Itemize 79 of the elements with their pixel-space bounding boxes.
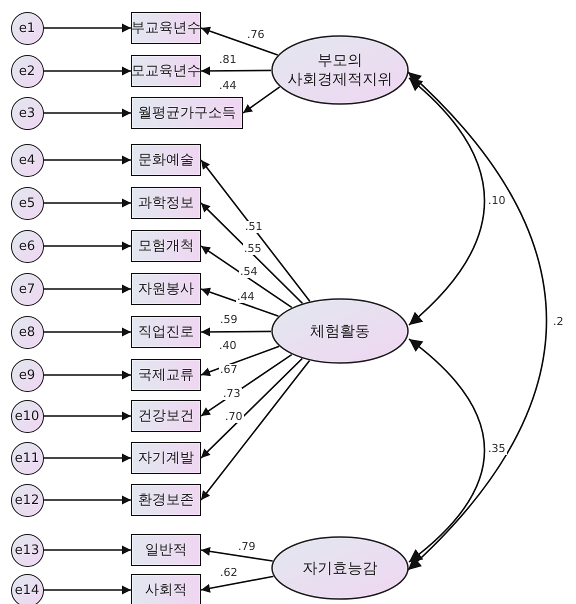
arrow: [242, 86, 280, 114]
arrow: [200, 160, 310, 302]
error-circle: e4: [10, 144, 44, 176]
arrow: [200, 360, 310, 500]
covariance-arrow: [408, 338, 486, 563]
observed-variable-box: 부교육년수: [131, 12, 201, 44]
loading-label: .70: [224, 411, 244, 423]
error-circle: e12: [10, 484, 44, 516]
latent-variable-ellipse: 자기효능감: [271, 536, 409, 600]
loading-label: .62: [219, 567, 238, 579]
loading-label: .73: [222, 388, 242, 400]
arrow: [200, 358, 303, 459]
error-circle: e2: [10, 54, 44, 88]
error-circle: e7: [10, 272, 44, 306]
correlation-label: .10: [487, 195, 506, 207]
loading-label: .76: [246, 29, 266, 41]
loading-label: .79: [237, 541, 256, 553]
error-circle: e1: [10, 12, 44, 44]
loading-label: .40: [218, 340, 238, 352]
error-circle: e3: [10, 96, 44, 130]
arrow: [44, 156, 131, 164]
error-circle: e5: [10, 186, 44, 220]
observed-variable-box: 문화예술: [131, 144, 201, 176]
observed-variable-box: 월평균가구소득: [131, 97, 243, 129]
arrow: [44, 284, 131, 294]
arrow: [201, 327, 271, 336]
error-circle: e14: [10, 574, 44, 604]
covariance-arrow: [408, 77, 486, 326]
arrow: [200, 576, 274, 593]
arrow: [200, 546, 273, 562]
arrow: [44, 108, 131, 118]
arrow: [200, 26, 278, 56]
arrow: [200, 245, 292, 308]
error-circle: e10: [10, 400, 44, 432]
observed-variable-box: 과학정보: [131, 187, 201, 219]
latent-variable-ellipse: 체험활동: [271, 298, 409, 364]
error-circle: e11: [10, 442, 44, 474]
arrow: [44, 586, 131, 594]
loading-label: .81: [218, 54, 238, 66]
arrow: [44, 242, 131, 250]
observed-variable-box: 일반적: [131, 534, 201, 566]
correlation-label: .35: [487, 443, 506, 455]
arrow: [44, 454, 131, 462]
loading-label: .44: [236, 291, 256, 303]
loading-label: .54: [239, 266, 258, 278]
covariance-arrow: [407, 71, 548, 571]
arrow: [44, 66, 131, 76]
arrow: [200, 288, 279, 317]
observed-variable-box: 건강보건: [131, 400, 201, 432]
observed-variable-box: 모교육년수: [131, 55, 201, 87]
correlation-label: .2: [552, 316, 564, 328]
loading-label: .55: [243, 243, 262, 255]
arrow: [200, 354, 292, 417]
loading-label: .51: [244, 221, 264, 233]
observed-variable-box: 국제교류: [131, 359, 201, 391]
arrow: [44, 328, 131, 336]
latent-variable-ellipse: 부모의 사회경제적지위: [271, 35, 409, 105]
arrow: [44, 198, 131, 208]
arrow: [201, 66, 271, 76]
observed-variable-box: 자기계발: [131, 442, 201, 474]
observed-variable-box: 모험개척: [131, 230, 201, 262]
arrow: [200, 346, 280, 376]
observed-variable-box: 환경보존: [131, 484, 201, 516]
observed-variable-box: 자원봉사: [131, 273, 201, 305]
error-circle: e9: [10, 358, 44, 392]
arrow: [200, 202, 303, 304]
arrow: [44, 546, 131, 554]
loading-label: .44: [218, 80, 238, 92]
loading-label: .59: [219, 314, 238, 326]
arrow: [44, 412, 131, 420]
observed-variable-box: 직업진로: [131, 316, 201, 348]
error-circle: e13: [10, 534, 44, 566]
error-circle: e6: [10, 230, 44, 262]
arrow: [44, 496, 131, 504]
loading-label: .67: [219, 364, 238, 376]
arrow: [44, 370, 131, 380]
error-circle: e8: [10, 316, 44, 348]
arrow: [44, 24, 131, 32]
observed-variable-box: 사회적: [131, 574, 201, 604]
